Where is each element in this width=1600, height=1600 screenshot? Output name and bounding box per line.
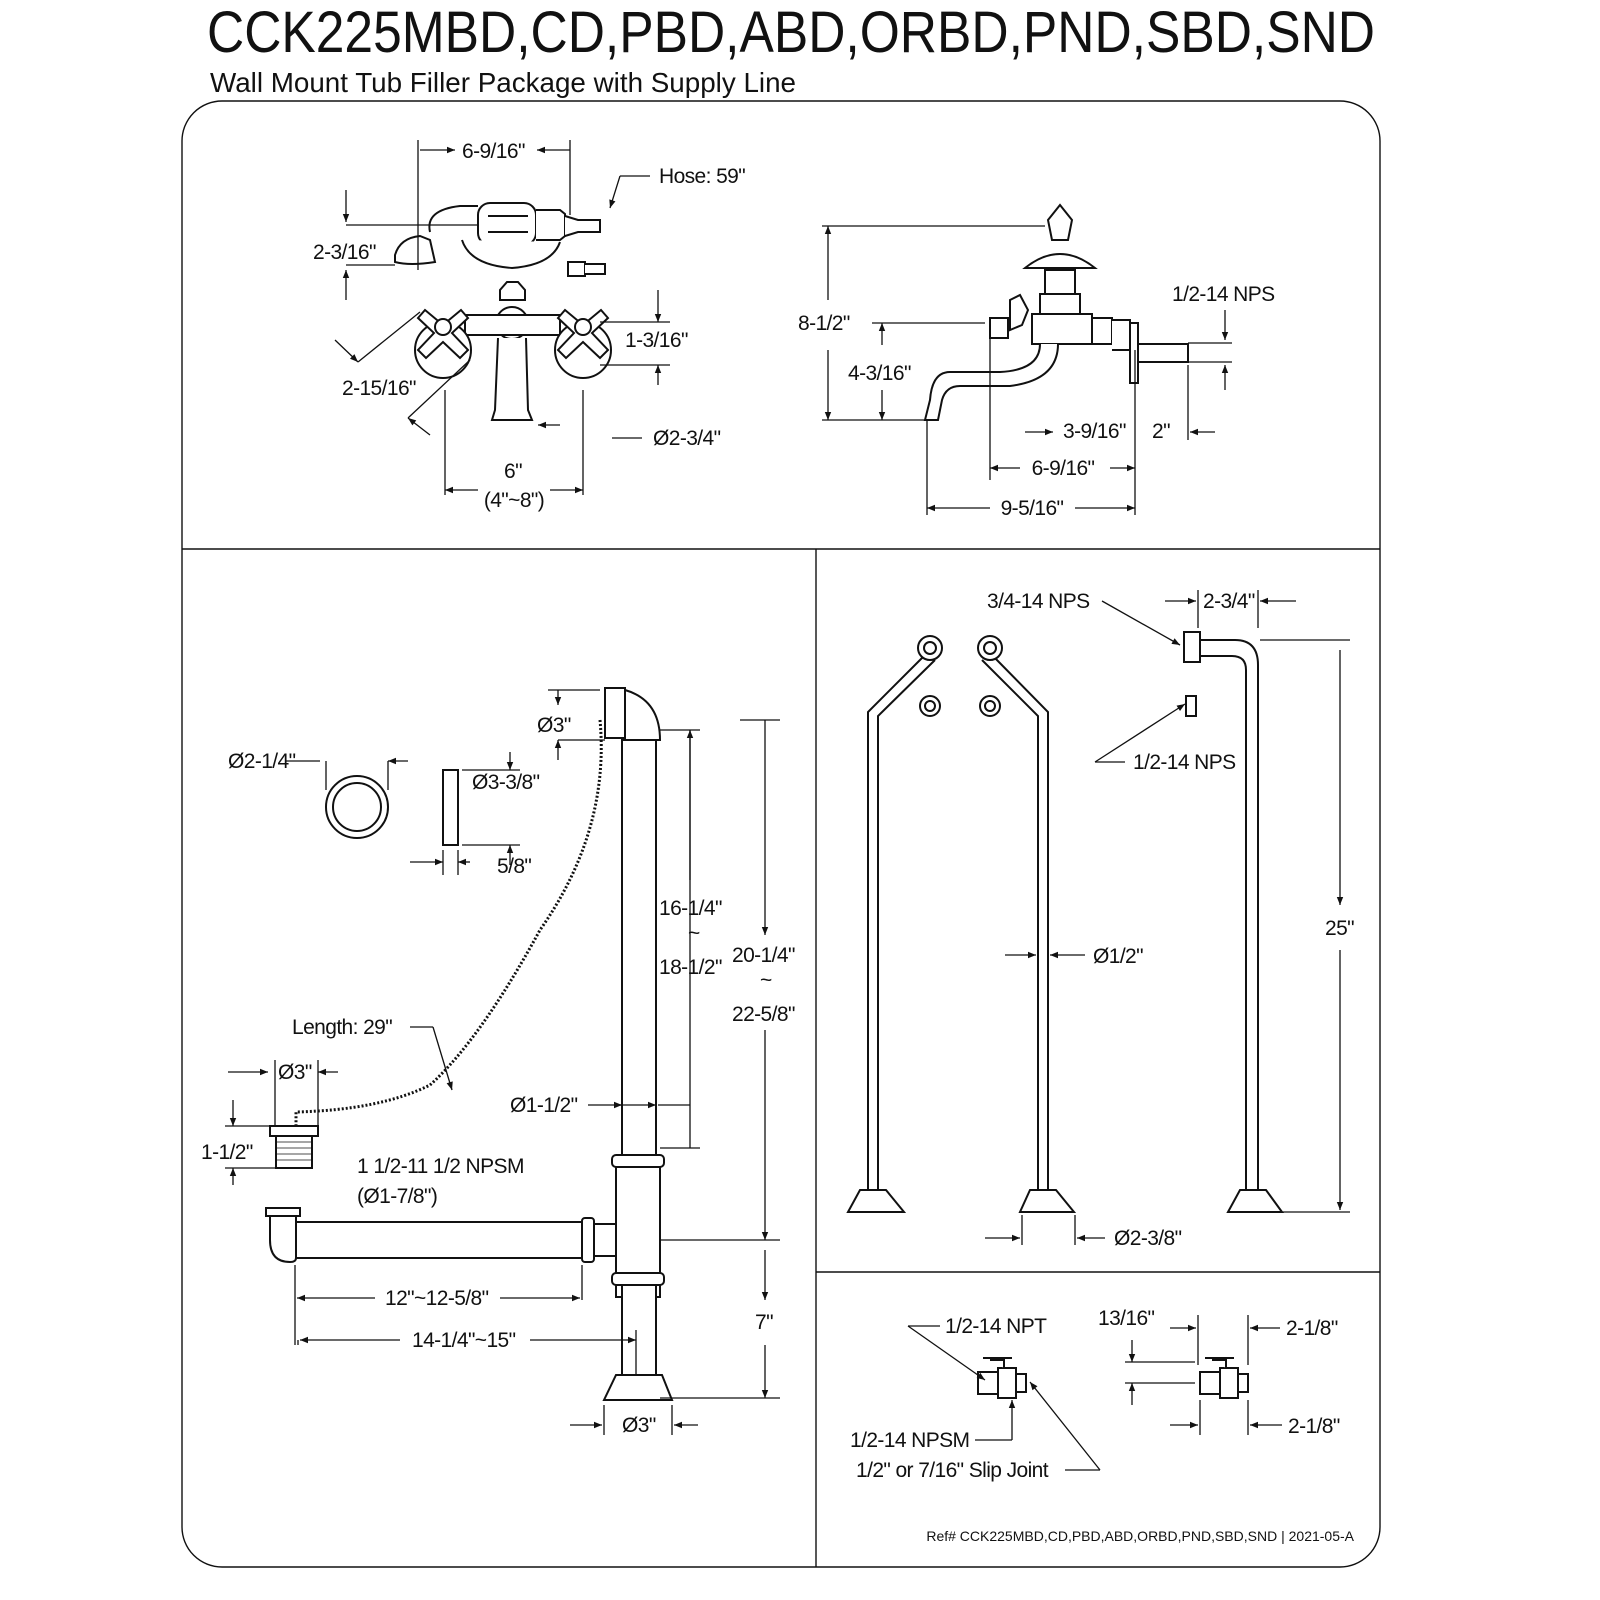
extension-line (357, 311, 421, 363)
dimension-arrow (334, 339, 359, 363)
dim-label: 2-15/16" (342, 377, 416, 400)
dim-label: 2" (1152, 420, 1170, 443)
dim-label: 16-1/4" (659, 897, 722, 920)
dim-label: 1/2" or 7/16" Slip Joint (856, 1459, 1049, 1482)
dim-label: 18-1/2" (659, 956, 722, 979)
dim-label: 2-3/4" (1203, 590, 1255, 613)
dim-label: Ø2-3/4" (653, 427, 721, 450)
stopper-chain (294, 719, 603, 1126)
drain-labels: Ø3" Ø2-1/4" Ø3-3/8" 5/8" 16-1/4" ~ 18-1/… (201, 714, 796, 1437)
dim-label: Ø3" (537, 714, 571, 737)
dim-label: 8-1/2" (798, 312, 850, 335)
dim-label: 7" (755, 1311, 773, 1334)
dim-label: Ø3" (622, 1414, 656, 1437)
faucet-front-labels: 6-9/16" Hose: 59" 2-3/16" 1-3/16" 2-15/1… (313, 140, 746, 512)
reference-footer: Ref# CCK225MBD,CD,PBD,ABD,ORBD,PND,SBD,S… (926, 1528, 1354, 1544)
dim-label: 1/2-14 NPT (945, 1315, 1047, 1338)
drawing-frame (181, 100, 1381, 1568)
dim-label: ~ (760, 969, 772, 992)
dimension-arrow (407, 417, 431, 436)
faucet-side-labels: 8-1/2" 1/2-14 NPS 4-3/16" 3-9/16" 2" 6-9… (798, 283, 1276, 520)
dim-label: 3-9/16" (1063, 420, 1126, 443)
stop-valve-labels: 1/2-14 NPT 13/16" 2-1/8" 2-1/8" 1/2-14 N… (850, 1307, 1340, 1482)
dim-label: 12"~12-5/8" (385, 1287, 489, 1310)
supply-labels: 3/4-14 NPS 2-3/4" 1/2-14 NPS Ø1/2" 25" Ø… (987, 590, 1355, 1250)
dim-label: 1-3/16" (625, 329, 688, 352)
dim-label: 6-9/16" (1032, 457, 1095, 480)
page-subtitle: Wall Mount Tub Filler Package with Suppl… (210, 67, 796, 98)
dim-label: 6-9/16" (462, 140, 525, 163)
supply-lines (846, 631, 1284, 1213)
dim-label: Hose: 59" (659, 165, 745, 188)
dim-label: 2-1/8" (1288, 1415, 1340, 1438)
dimension-lines (225, 140, 1350, 1471)
dimension-arrow (907, 1325, 986, 1381)
dimension-arrow (1101, 600, 1181, 646)
dim-label: 2-1/8" (1286, 1317, 1338, 1340)
dim-label: Ø1/2" (1093, 945, 1143, 968)
dim-label: ~ (688, 922, 700, 945)
stop-valves (977, 1357, 1249, 1399)
dimension-arrow (1094, 703, 1186, 763)
dimension-arrow (609, 175, 621, 209)
dim-label: 20-1/4" (732, 944, 795, 967)
faucet-side-view (923, 203, 1189, 421)
dim-label: Ø2-1/4" (228, 750, 296, 773)
dim-label: Ø3-3/8" (472, 771, 540, 794)
dim-label: 5/8" (497, 855, 531, 878)
dim-label: 9-5/16" (1001, 497, 1064, 520)
dim-label: 6" (504, 460, 522, 483)
dim-label: 1/2-14 NPSM (850, 1429, 969, 1452)
dimension-arrow (432, 1026, 453, 1091)
dim-label: (Ø1-7/8") (357, 1185, 437, 1208)
dim-label: Ø2-3/8" (1114, 1227, 1182, 1250)
dim-label: Length: 29" (292, 1016, 392, 1039)
dim-label: 2-3/16" (313, 241, 376, 264)
dim-label: 13/16" (1098, 1307, 1155, 1330)
extension-line (407, 359, 471, 419)
dim-label: 1 1/2-11 1/2 NPSM (357, 1155, 524, 1178)
dim-label: 25" (1325, 917, 1354, 940)
dim-label: 1/2-14 NPS (1133, 751, 1236, 774)
dim-label: 1-1/2" (201, 1141, 253, 1164)
dim-label: Ø3" (278, 1061, 312, 1084)
dim-label: 1/2-14 NPS (1172, 283, 1275, 306)
dim-label: Ø1-1/2" (510, 1094, 578, 1117)
dim-label: 14-1/4"~15" (412, 1329, 516, 1352)
dim-label: 4-3/16" (848, 362, 911, 385)
drain-assembly (265, 687, 674, 1401)
dimension-arrow (1029, 1381, 1101, 1471)
dim-label: 3/4-14 NPS (987, 590, 1090, 613)
page-title: CCK225MBD,CD,PBD,ABD,ORBD,PND,SBD,SND (207, 0, 1375, 65)
dim-label: (4"~8") (484, 489, 544, 512)
dim-label: 22-5/8" (732, 1003, 795, 1026)
faucet-front-view (394, 202, 612, 421)
